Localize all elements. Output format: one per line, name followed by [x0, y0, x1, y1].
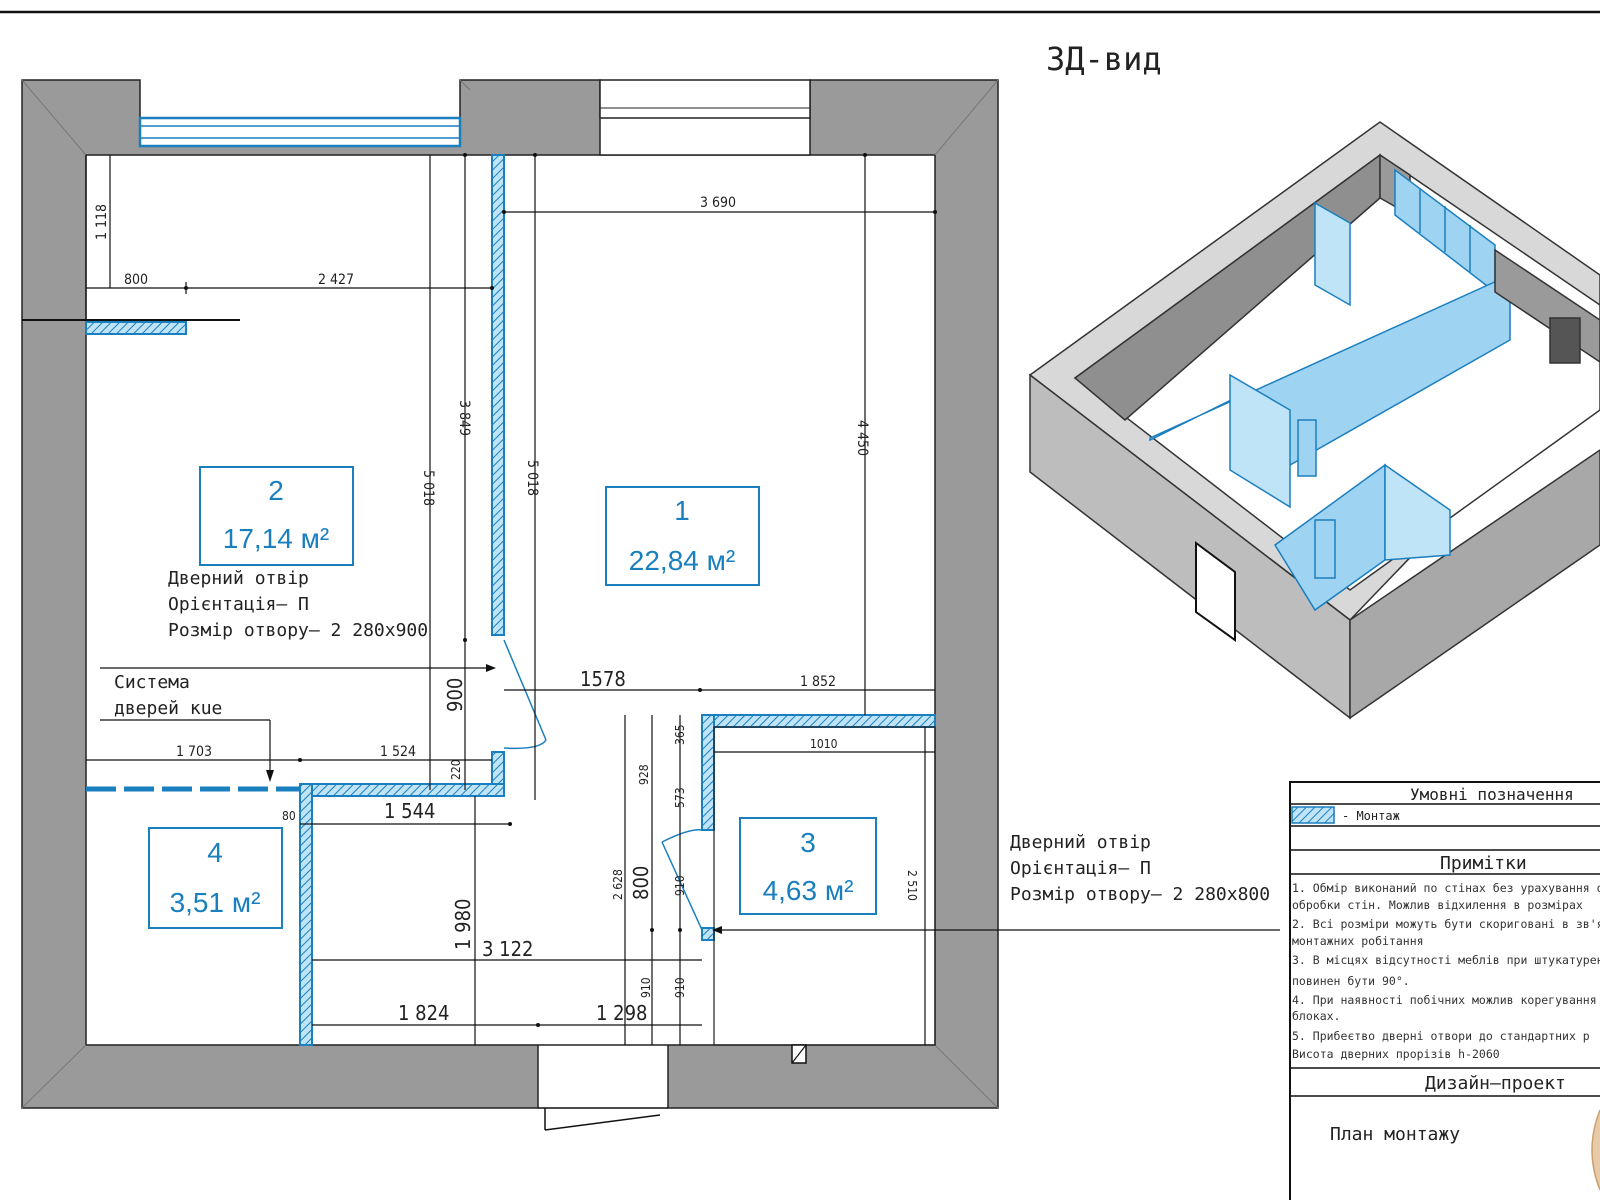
notes-list: 1. Обмір виконаний по стінах без урахува… [1292, 881, 1600, 1061]
door-note-1-line2: Орієнтація– П [168, 594, 309, 615]
room-1-number: 1 [674, 495, 690, 526]
notes-title: Примітки [1440, 853, 1527, 874]
dim-800-door: 800 [629, 866, 653, 900]
note-line: 5. Прибеєтвo дверні отвори до стандартни… [1292, 1029, 1590, 1043]
dim-3122: 3 122 [482, 937, 534, 961]
door-system-line2: дверей кue [114, 698, 222, 719]
room-2-area: 17,14 м² [223, 523, 329, 554]
room-label-1: 1 22,84 м² [605, 486, 760, 586]
room-1-area: 22,84 м² [629, 545, 735, 576]
dim-2510: 2 510 [905, 870, 919, 901]
dim-1118: 1 118 [94, 204, 110, 240]
partition-room3-top [701, 714, 936, 728]
dim-573: 573 [673, 787, 687, 808]
dimension-ticks [184, 153, 937, 1027]
dim-1010: 1010 [810, 737, 838, 751]
room-4-area: 3,51 м² [170, 887, 261, 918]
dim-1578: 1578 [580, 667, 626, 691]
view-title: 3Д-вид [1046, 40, 1162, 78]
door-note-1: Дверний отвір Орієнтація– П Розмір отвор… [168, 568, 428, 641]
partition-room2-room1 [491, 154, 505, 636]
dim-1852: 1 852 [800, 674, 836, 690]
note-line: повинен бути 90°. [1292, 974, 1410, 988]
dim-800-top: 800 [124, 272, 148, 288]
partition-stub [85, 321, 187, 335]
legend-title: Умовні позначення [1410, 785, 1574, 804]
project-label: Дизайн–проект [1425, 1073, 1566, 1094]
dim-220: 220 [449, 759, 463, 780]
sheet-name: План монтажу [1330, 1124, 1460, 1145]
room-label-2: 2 17,14 м² [199, 466, 354, 566]
dim-2628: 2 628 [611, 869, 625, 900]
dim-1703: 1 703 [176, 744, 212, 760]
note-line: 4. При наявності побічних можлив корегув… [1292, 993, 1597, 1007]
partition-room4-corridor [299, 783, 313, 1046]
dim-910-b: 910 [639, 977, 653, 998]
note-line: 2. Всі розміри можуть бути скориговані в… [1292, 917, 1600, 931]
dim-1524: 1 524 [380, 744, 416, 760]
isometric-3d-view [1028, 121, 1600, 720]
dim-910-c: 910 [673, 977, 687, 998]
title-block: Умовні позначення - Монтаж Примітки 1. О… [1289, 781, 1600, 1200]
dim-5018-b: 5 018 [524, 460, 540, 496]
room-label-3: 3 4,63 м² [739, 817, 877, 915]
dim-4450: 4 450 [854, 420, 870, 456]
dim-3849: 3 849 [456, 400, 472, 436]
dim-365: 365 [673, 724, 687, 745]
room-3-area: 4,63 м² [763, 875, 854, 906]
dim-900: 900 [443, 678, 467, 712]
door-system-note: Система дверей кue [114, 672, 222, 719]
dimension-labels: 800 2 427 1 118 3 849 5 018 5 018 3 690 … [94, 195, 919, 1025]
window-left [138, 116, 462, 148]
legend-install-item: - Монтаж [1342, 809, 1400, 823]
room-3-number: 3 [800, 827, 816, 858]
legend-install-swatch [1291, 806, 1335, 824]
dim-1298: 1 298 [596, 1001, 648, 1025]
dimension-lines [85, 155, 1280, 1045]
door-note-2: Дверний отвір Орієнтація– П Розмір отвор… [1010, 832, 1270, 905]
floor-plan: 1 22,84 м² 2 17,14 м² 3 4,63 м² 4 3,51 м… [21, 79, 1280, 1131]
dim-80: 80 [282, 809, 296, 823]
dim-1824: 1 824 [398, 1001, 450, 1025]
partition-room2-room4 [299, 783, 505, 797]
door-note-1-line1: Дверний отвір [168, 568, 309, 589]
room-2-number: 2 [268, 475, 284, 506]
partition-room3-left [701, 714, 715, 831]
dim-2427: 2 427 [318, 272, 354, 288]
note-line: 3. В місцях відсутності меблів при штука… [1292, 953, 1600, 967]
door-system-line1: Система [114, 672, 190, 693]
dim-928: 928 [637, 764, 651, 785]
door-note-1-line3: Розмір отвору– 2 280х900 [168, 620, 428, 641]
door-note-2-line1: Дверний отвір [1010, 832, 1151, 853]
note-line: монтажних робітання [1292, 934, 1424, 948]
dim-910-a: 910 [673, 875, 687, 896]
door-note-2-line2: Орієнтація– П [1010, 858, 1151, 879]
stamp-icon [1591, 1109, 1600, 1191]
wall-corner-lines [21, 79, 999, 1109]
note-line: обробки стін. Можлив відхилення в розмір… [1292, 898, 1583, 912]
dim-3690: 3 690 [700, 195, 736, 211]
dim-1980: 1 980 [451, 899, 475, 951]
room-4-number: 4 [207, 837, 223, 868]
dim-1544: 1 544 [384, 799, 436, 823]
door-note-2-line3: Розмір отвору– 2 280х800 [1010, 884, 1270, 905]
dim-5018-a: 5 018 [420, 470, 436, 506]
note-line: 1. Обмір виконаний по стінах без урахува… [1292, 881, 1600, 895]
room-label-4: 4 3,51 м² [148, 827, 283, 929]
note-line: блоках. [1292, 1009, 1340, 1023]
note-line: Висота дверних прорізів h-2060 [1292, 1047, 1500, 1061]
